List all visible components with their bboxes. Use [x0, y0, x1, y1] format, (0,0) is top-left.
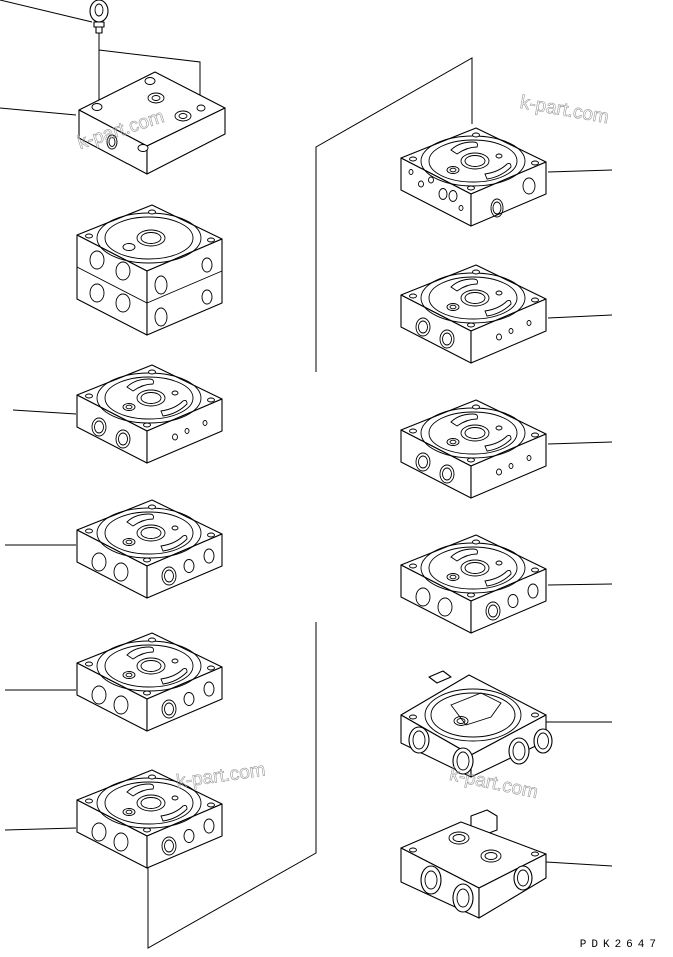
leader-line-section-5 — [547, 169, 613, 173]
drawing-code: PDK2647 — [579, 939, 661, 951]
valve-section-8 — [400, 534, 547, 634]
leader-line-eyebolt — [0, 0, 93, 23]
leader-line-section-4 — [4, 827, 77, 831]
valve-section-6 — [400, 264, 547, 364]
bolt-axis-line — [98, 49, 201, 107]
connector-frame-top — [315, 57, 473, 372]
inlet-section — [400, 670, 553, 778]
leader-line-section-1 — [12, 409, 77, 415]
leader-line-end-section — [545, 861, 613, 867]
connector-frame-bottom — [147, 622, 317, 949]
eyebolt — [89, 0, 109, 34]
cover-plate — [78, 71, 226, 175]
valve-section-3 — [76, 632, 223, 732]
valve-section-2 — [76, 499, 223, 599]
end-section — [400, 809, 547, 919]
leader-line-cover-plate — [0, 107, 77, 116]
valve-section-5 — [400, 127, 547, 227]
valve-section-1 — [76, 364, 223, 464]
valve-section-7 — [400, 399, 547, 499]
valve-section-4 — [76, 769, 223, 869]
leader-line-section-7 — [547, 441, 613, 445]
double-block — [76, 204, 223, 336]
leader-line-section-6 — [547, 314, 613, 319]
leader-line-section-8 — [547, 583, 613, 586]
